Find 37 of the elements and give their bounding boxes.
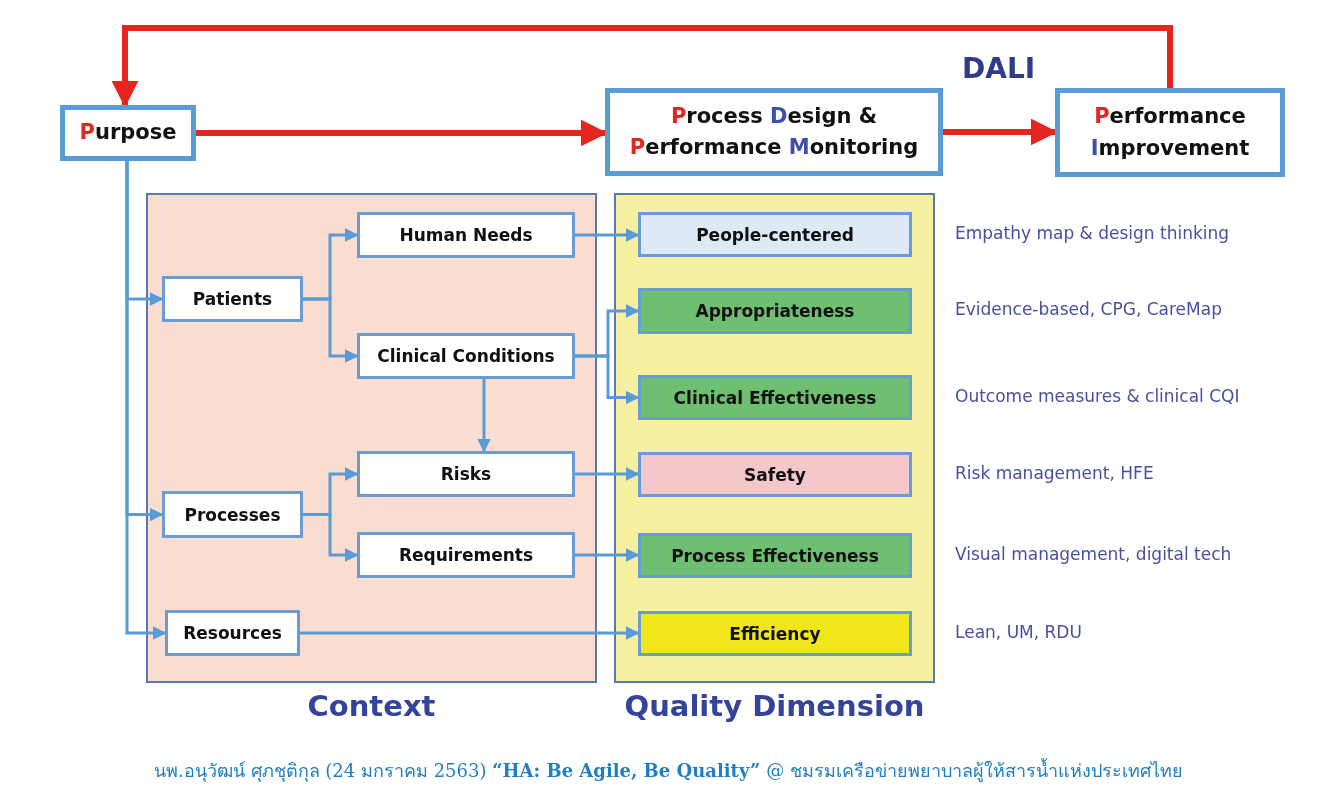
arrow <box>125 161 167 640</box>
arrow <box>943 118 1058 146</box>
process-box: Process Design & Performance Monitoring <box>605 88 943 176</box>
arrow <box>575 467 640 481</box>
annotation-text: Evidence-based, CPG, CareMap <box>955 299 1222 319</box>
process-box: Requirements <box>357 532 575 578</box>
annotation-text: Risk management, HFE <box>955 462 1154 483</box>
annotation-text: Empathy map & design thinking <box>955 222 1230 243</box>
arrow <box>196 119 608 147</box>
process-box: Clinical Effectiveness <box>638 375 912 420</box>
caption: นพ.อนุวัฒน์ ศุภชุติกุล (24 มกราคม 2563) “HA: Be Agile, Be Quality” @ ชมรมเครือข่ายพยาบาลผู้ให้สารน้ำแห่งประเทศไทย <box>153 757 1184 784</box>
arrow <box>575 354 640 405</box>
process-box: Patients <box>162 276 303 322</box>
process-box: Risks <box>357 451 575 497</box>
arrow <box>575 548 640 562</box>
arrow <box>300 626 640 640</box>
process-box: Efficiency <box>638 611 912 656</box>
annotation-text: Outcome measures & clinical CQI <box>955 385 1240 406</box>
process-box: Appropriateness <box>638 288 912 334</box>
process-box: Human Needs <box>357 212 575 258</box>
arrow <box>111 25 1173 108</box>
process-box: Purpose <box>60 105 196 161</box>
arrow <box>575 228 640 242</box>
annotation-text: Visual management, digital tech <box>955 543 1232 564</box>
process-box: Process Effectiveness <box>638 533 912 578</box>
arrow <box>477 379 491 453</box>
arrow <box>303 513 359 562</box>
process-box: People-centered <box>638 212 912 257</box>
process-box: Clinical Conditions <box>357 333 575 379</box>
process-box: Processes <box>162 491 303 538</box>
process-box: Performance Improvement <box>1055 88 1285 177</box>
process-box: Resources <box>165 610 300 656</box>
panel-heading: Quality Dimension <box>623 689 926 723</box>
annotation-text: Lean, UM, RDU <box>955 621 1082 642</box>
process-box: Safety <box>638 452 912 497</box>
arrow <box>303 297 359 363</box>
title-label: DALI <box>962 52 1036 85</box>
